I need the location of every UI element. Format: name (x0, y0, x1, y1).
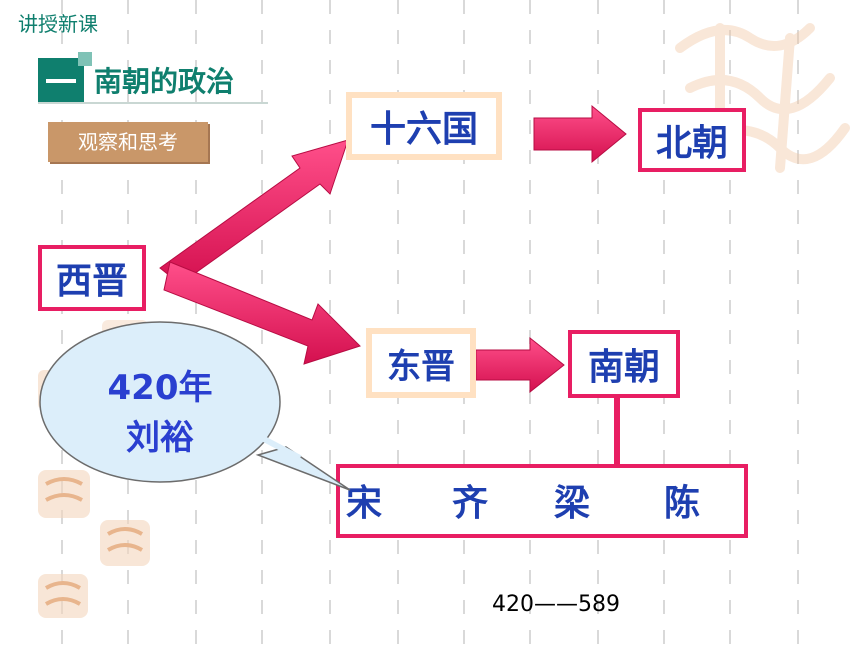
decorative-seal-left-3 (100, 520, 150, 566)
connector-nanchao-to-dynasties (614, 394, 620, 464)
bubble-year: 420年 (107, 368, 213, 408)
node-nanchao-label: 南朝 (587, 347, 660, 388)
dynasty-song: 宋 (346, 483, 383, 524)
dynasties-box (336, 464, 748, 538)
node-xijin-label: 西晋 (55, 261, 128, 302)
decorative-seal-left-4 (38, 574, 88, 618)
node-dongjin: 东晋 (366, 328, 476, 398)
arrow-shiliuguo-to-beichao (533, 104, 627, 164)
node-beichao: 北朝 (638, 108, 746, 172)
arrow-xijin-to-shiliuguo (159, 139, 349, 285)
bubble-founder: 刘裕 (126, 418, 194, 458)
node-nanchao: 南朝 (568, 330, 680, 398)
page-title: 南朝的政治 (94, 65, 235, 98)
observe-and-think-label: 观察和思考 (48, 122, 208, 162)
numeral-two-icon (46, 79, 76, 83)
heading-number-badge (38, 52, 92, 102)
decorative-seal-left-2 (38, 470, 90, 518)
node-dongjin-label: 东晋 (387, 346, 455, 387)
node-xijin: 西晋 (38, 245, 146, 311)
arrow-xijin-to-dongjin (163, 261, 361, 365)
year-range: 420——589 (492, 592, 620, 617)
node-shiliuguo: 十六国 (346, 92, 502, 160)
dynasty-chen: 陈 (664, 483, 701, 524)
section-label: 讲授新课 (18, 12, 98, 36)
badge-corner (78, 52, 92, 66)
node-shiliuguo-label: 十六国 (369, 109, 478, 150)
dynasty-liang: 梁 (554, 483, 591, 524)
dynasty-qi: 齐 (452, 483, 489, 524)
arrow-dongjin-to-nanchao (475, 336, 565, 394)
heading-underline (38, 58, 268, 104)
node-beichao-label: 北朝 (655, 123, 728, 164)
